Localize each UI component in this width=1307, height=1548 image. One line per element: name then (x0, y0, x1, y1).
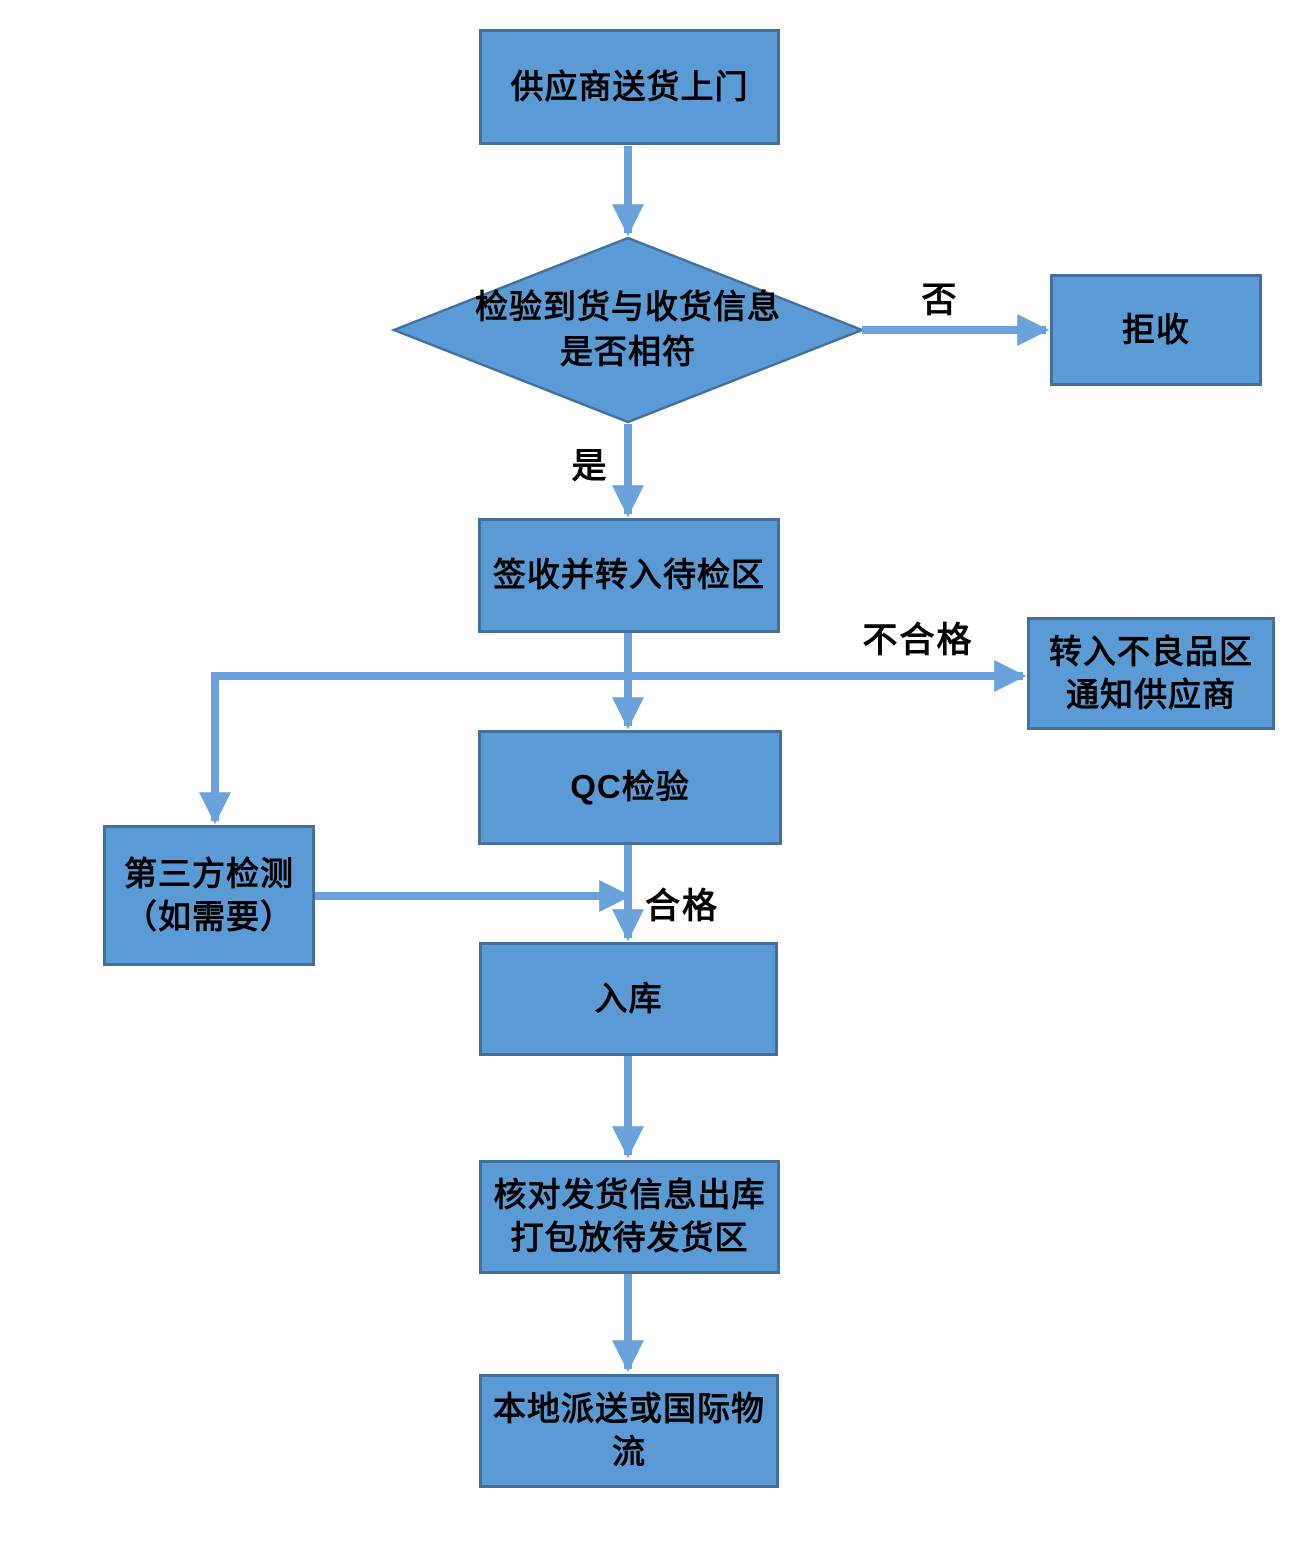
node-reject: 拒收 (1050, 274, 1262, 386)
edge-label-unqualified: 不合格 (862, 621, 974, 660)
node-qc-inspection: QC检验 (478, 730, 782, 845)
edge-label-qualified: 合格 (645, 887, 720, 926)
node-local-or-international-logistics: 本地派送或国际物 流 (479, 1374, 779, 1488)
edge-label-no: 否 (921, 281, 959, 320)
edge-label-yes: 是 (571, 447, 609, 486)
node-third-party-testing: 第三方检测 （如需要） (103, 825, 315, 966)
node-warehouse-entry: 入库 (479, 942, 778, 1056)
node-supplier-delivery: 供应商送货上门 (479, 29, 780, 145)
node-verify-shipping-pack: 核对发货信息出库 打包放待发货区 (479, 1160, 780, 1274)
node-check-decision: 检验到货与收货信息 是否相符 (475, 288, 781, 370)
node-defective-area-notify-supplier: 转入不良品区 通知供应商 (1027, 617, 1275, 730)
decision-diamond-shape (390, 236, 866, 424)
node-sign-and-transfer: 签收并转入待检区 (478, 518, 780, 633)
